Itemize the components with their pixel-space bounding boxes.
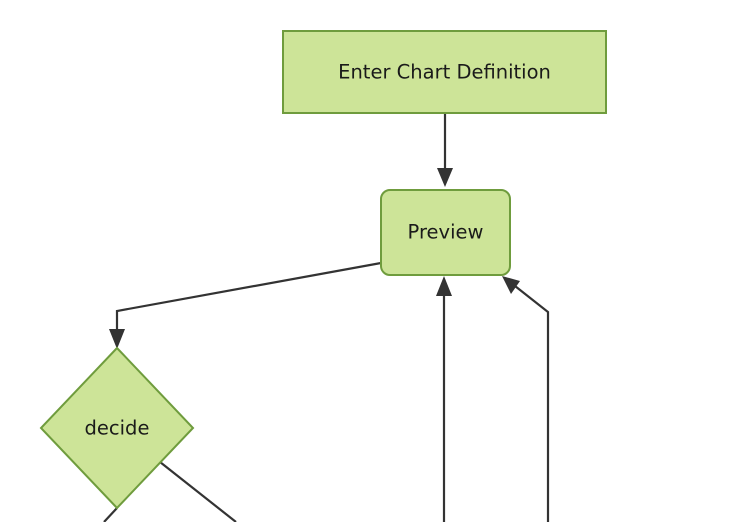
edge-enter-to-preview[interactable]	[437, 113, 453, 187]
node-preview[interactable]: Preview	[380, 189, 511, 276]
arrowhead-down-icon	[109, 329, 125, 349]
edge-decide-right-out[interactable]	[159, 461, 237, 522]
node-decide[interactable]: decide	[39, 346, 195, 510]
edge-bottom-center-to-preview[interactable]	[436, 276, 452, 522]
arrowhead-down-icon	[437, 168, 453, 187]
edges-layer	[103, 113, 550, 522]
nodes-layer: Enter Chart Definition Preview decide	[39, 30, 607, 510]
edge-decide-bottom-out[interactable]	[103, 507, 118, 522]
node-enter-chart-definition[interactable]: Enter Chart Definition	[282, 30, 607, 114]
edge-bottom-right-to-preview[interactable]	[502, 276, 550, 522]
arrowhead-up-icon	[436, 276, 452, 296]
node-enter-chart-definition-shape	[282, 30, 607, 114]
node-preview-shape	[380, 189, 511, 276]
arrowhead-up-left-icon	[502, 276, 520, 294]
edge-preview-to-decide[interactable]	[109, 261, 382, 349]
node-decide-shape	[39, 346, 195, 510]
